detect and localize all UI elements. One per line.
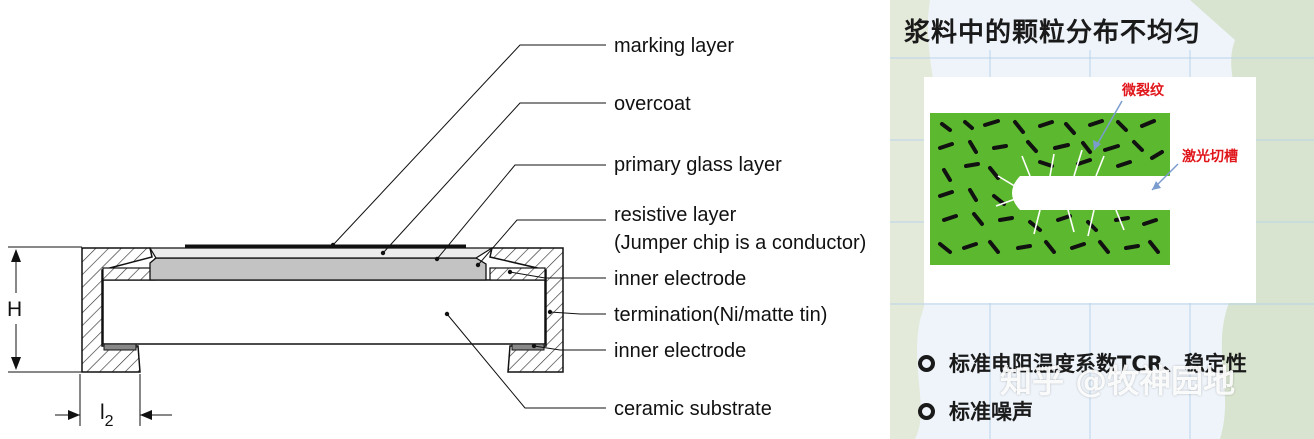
label-primary-glass-layer: primary glass layer <box>614 154 782 176</box>
termination-left <box>81 247 153 373</box>
micro-cracks <box>995 149 1125 237</box>
label-inner-electrode-top: inner electrode <box>614 268 746 290</box>
label-resistive-layer: resistive layer <box>614 204 737 226</box>
laser-cut-label: 激光切槽 <box>1182 149 1238 165</box>
particles <box>938 119 1164 254</box>
micro-crack-label: 微裂纹 <box>1122 83 1164 99</box>
bullet-dot-icon <box>918 354 935 372</box>
bullet-tcr-stability: 标准电阻温度系数TCR、稳定性 <box>918 348 1247 378</box>
ceramic-substrate <box>102 279 546 345</box>
inner-electrode-bottom-left <box>103 343 137 351</box>
label-ceramic-substrate: ceramic substrate <box>614 398 772 420</box>
inner-electrode-top-right <box>489 267 546 281</box>
label-overcoat: overcoat <box>614 93 691 115</box>
label-termination: termination(Ni/matte tin) <box>614 304 827 326</box>
resistive-layer <box>149 257 487 281</box>
bullet-tcr-stability-text: 标准电阻温度系数TCR、稳定性 <box>949 352 1247 376</box>
dimension-l2-label: l2 <box>100 401 114 430</box>
label-jumper-note: (Jumper chip is a conductor) <box>614 232 866 254</box>
dimension-h-label: H <box>7 298 22 321</box>
inner-electrode-bottom-right <box>511 343 545 351</box>
chip-resistor-cross-section-diagram: marking layer overcoat primary glass lay… <box>7 35 866 430</box>
label-inner-electrode-bottom: inner electrode <box>614 340 746 362</box>
laser-cut-groove <box>1012 176 1170 210</box>
bullet-noise: 标准噪声 <box>918 396 1033 426</box>
label-marking-layer: marking layer <box>614 35 734 57</box>
laser-trim-photo-panel: 浆料中的颗粒分布不均匀 微裂纹 激光切槽 标准电阻温度系数TCR、稳定性 标准噪… <box>890 0 1314 439</box>
bullet-dot-icon <box>918 402 935 420</box>
overcoat <box>148 247 495 259</box>
photo-title: 浆料中的颗粒分布不均匀 <box>904 18 1202 48</box>
laser-trim-illustration <box>890 0 1314 439</box>
bullet-noise-text: 标准噪声 <box>949 400 1033 424</box>
leader-lines <box>332 44 606 409</box>
inner-electrode-top-left <box>102 267 156 281</box>
resistor-film <box>930 113 1170 265</box>
watermark: 知乎 @牧神园地 <box>1000 362 1236 400</box>
